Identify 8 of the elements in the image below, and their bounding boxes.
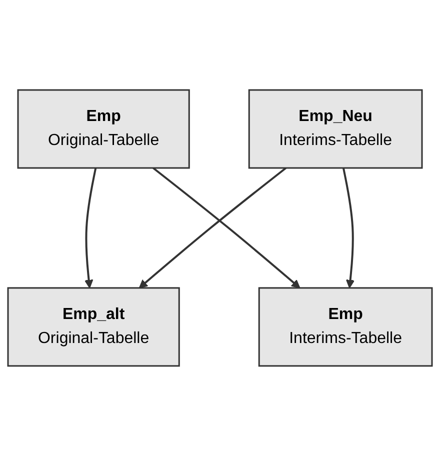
node-box: Emp Interims-Tabelle xyxy=(258,286,433,366)
arrow xyxy=(84,167,97,288)
arrow xyxy=(342,167,355,288)
node-box: Emp Original-Tabelle xyxy=(17,88,190,168)
arrow xyxy=(152,166,300,288)
node-box: Emp_Neu Interims-Tabelle xyxy=(248,88,423,168)
arrow xyxy=(138,166,287,288)
node-box: Emp_alt Original-Tabelle xyxy=(7,286,180,366)
